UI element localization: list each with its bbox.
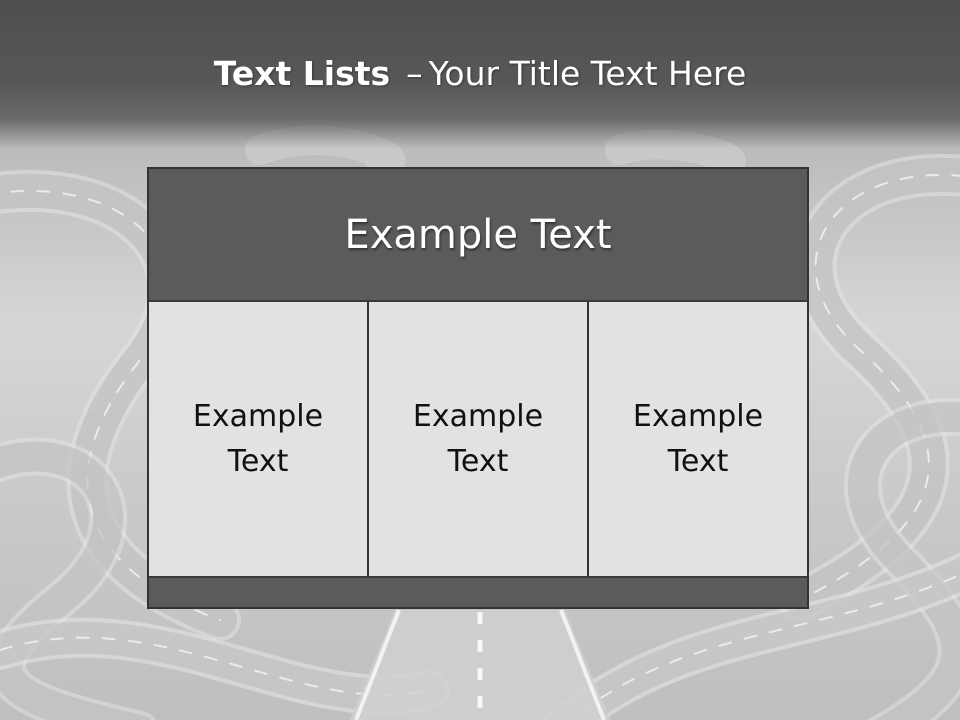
- title-band: [0, 0, 960, 148]
- slide-title: Text Lists–Your Title Text Here: [0, 52, 960, 96]
- title-text: Your Title Text Here: [428, 54, 747, 93]
- column-3-text[interactable]: Example Text: [589, 302, 807, 576]
- text-list-panel: Example Text Example Text Example Text E…: [147, 167, 809, 609]
- panel-columns: Example Text Example Text Example Text: [149, 302, 807, 576]
- title-bold-text: Text Lists: [213, 54, 391, 93]
- title-dash: –: [406, 54, 423, 93]
- panel-footer-bar: [149, 578, 807, 607]
- column-2-text[interactable]: Example Text: [369, 302, 587, 576]
- column-1-text[interactable]: Example Text: [149, 302, 367, 576]
- panel-header[interactable]: Example Text: [149, 169, 807, 300]
